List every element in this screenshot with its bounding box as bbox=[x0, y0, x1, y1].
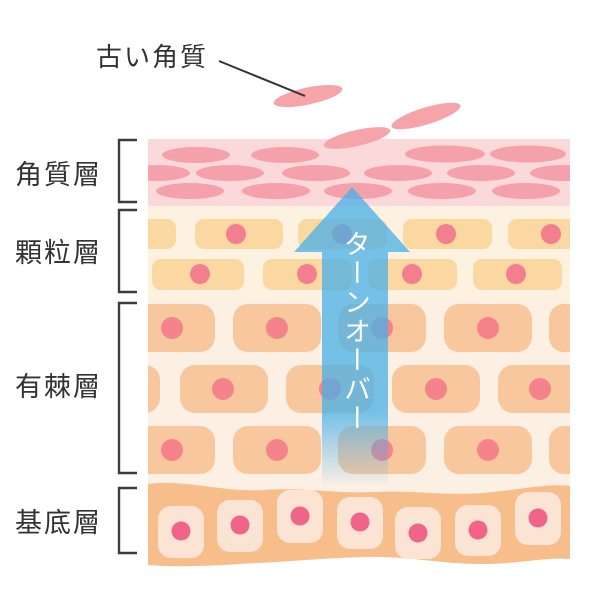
label-basal-layer: 基底層 bbox=[15, 508, 102, 539]
label-turnover-arrow: ターンオーバー bbox=[339, 230, 370, 433]
bracket-basal-layer bbox=[117, 486, 137, 555]
bracket-granular-layer bbox=[117, 208, 137, 294]
layer-brackets bbox=[117, 138, 137, 555]
label-stratum-corneum: 角質層 bbox=[15, 160, 102, 191]
turnover-arrow bbox=[294, 187, 410, 487]
label-granular-layer: 顆粒層 bbox=[15, 238, 102, 269]
callout-pointer-line bbox=[218, 60, 306, 97]
basal-layer bbox=[148, 482, 570, 567]
keratin-flake bbox=[391, 102, 461, 130]
old-keratin-flakes bbox=[273, 84, 461, 149]
stratum-corneum-cells bbox=[148, 145, 570, 199]
label-old-keratin: 古い角質 bbox=[96, 43, 209, 73]
label-spinous-layer: 有棘層 bbox=[15, 372, 102, 403]
keratin-flake bbox=[273, 84, 343, 108]
basal-layer-nuclei bbox=[171, 506, 548, 543]
bracket-spinous-layer bbox=[117, 301, 137, 475]
keratin-flake bbox=[323, 127, 391, 149]
bracket-stratum-corneum bbox=[117, 138, 137, 204]
